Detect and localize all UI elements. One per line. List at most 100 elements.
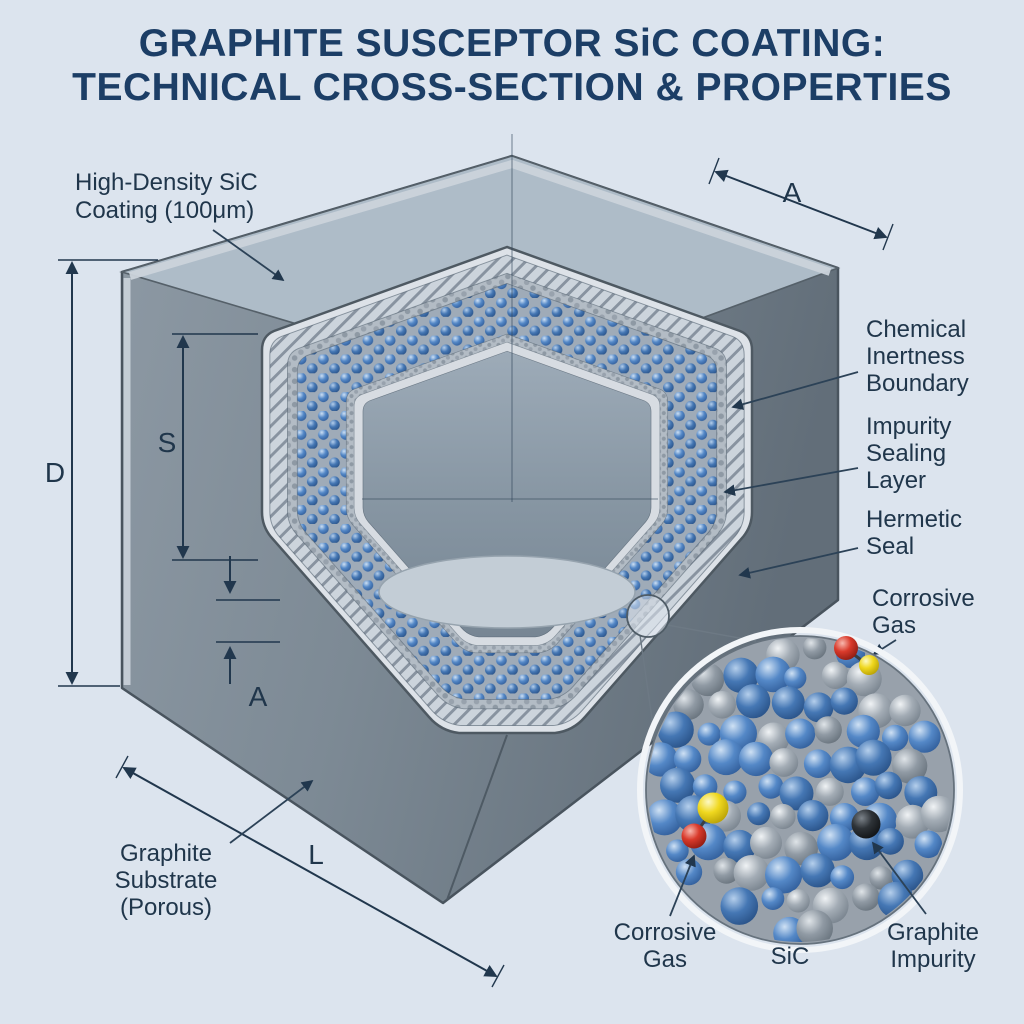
chemical-inertness-line-1: Chemical bbox=[866, 316, 966, 343]
corrosive-gas-right-line-2: Gas bbox=[872, 612, 916, 639]
inset-particle bbox=[747, 802, 771, 826]
impurity-sealing-line-3: Layer bbox=[866, 467, 926, 494]
inset-particle bbox=[830, 687, 858, 715]
inset-particle bbox=[750, 826, 782, 859]
corrosive-gas-red-atom bbox=[681, 823, 707, 849]
inset-graphite-impurity-line-1: Graphite bbox=[887, 919, 979, 946]
chemical-inertness-line-3: Boundary bbox=[866, 370, 969, 397]
cavity-floor bbox=[378, 555, 636, 629]
inset-particle bbox=[723, 780, 747, 804]
inset-particle bbox=[846, 714, 880, 748]
inset-particle bbox=[673, 689, 704, 720]
inset-particle bbox=[675, 858, 703, 886]
inset-particle bbox=[708, 691, 736, 719]
corrosive-gas-yellow-atom bbox=[697, 792, 729, 824]
magnifier-cone-line bbox=[639, 634, 655, 734]
dimension-label-s: S bbox=[158, 427, 177, 458]
coating-leader-arrow bbox=[212, 229, 285, 282]
callout-annotations: High-Density SiC Coating (100μm) Chemica… bbox=[75, 169, 975, 921]
hermetic-seal-leader-arrow bbox=[738, 547, 859, 579]
dimension-label-a-small: A bbox=[249, 681, 268, 712]
inset-particle bbox=[914, 830, 943, 859]
inset-particle bbox=[770, 803, 796, 830]
inset-particle bbox=[697, 722, 721, 746]
dimension-tick bbox=[882, 223, 894, 251]
title-block: GRAPHITE SUSCEPTOR SiC COATING: TECHNICA… bbox=[72, 22, 952, 109]
inset-particle bbox=[708, 739, 745, 776]
corrosive-gas-right-line-1: Corrosive bbox=[872, 585, 975, 612]
inset-particle bbox=[666, 839, 689, 862]
dimension-line-a-top bbox=[714, 169, 888, 240]
inset-particle bbox=[874, 771, 903, 800]
inset-particle bbox=[821, 661, 850, 690]
inset-particle bbox=[723, 829, 756, 863]
inset-particle bbox=[815, 777, 844, 806]
coating-label-line-2: Coating (100μm) bbox=[75, 197, 254, 224]
dimension-tick bbox=[491, 964, 505, 988]
graphite-substrate-line-1: Graphite bbox=[120, 840, 212, 867]
inset-particle bbox=[802, 638, 827, 660]
title-line-1: GRAPHITE SUSCEPTOR SiC COATING: bbox=[139, 22, 885, 65]
hermetic-seal-line-2: Seal bbox=[866, 533, 914, 560]
inset-particle bbox=[882, 724, 909, 752]
inset-particle bbox=[713, 857, 740, 884]
inset-particle bbox=[657, 711, 694, 748]
magnifier-callout bbox=[626, 594, 757, 734]
inset-sic-label: SiC bbox=[771, 943, 810, 970]
inset-particle bbox=[765, 856, 803, 894]
graphite-impurity-sphere bbox=[851, 809, 881, 839]
dimension-tick bbox=[708, 157, 720, 185]
dimension-line-l bbox=[122, 767, 498, 977]
inset-particle bbox=[796, 909, 834, 942]
hermetic-seal-line-1: Hermetic bbox=[866, 506, 962, 533]
inset-particle bbox=[733, 855, 770, 891]
inset-highlight-spheres bbox=[681, 792, 881, 849]
chemical-inertness-line-2: Inertness bbox=[866, 343, 965, 370]
inset-particle bbox=[723, 657, 759, 693]
inset-particle bbox=[786, 889, 810, 913]
inset-particle bbox=[830, 865, 855, 890]
inset-corrosive-gas-line-1: Corrosive bbox=[614, 919, 717, 946]
inset-particle bbox=[761, 887, 785, 910]
inset-particle bbox=[769, 748, 799, 777]
corrosive-gas-yellow-atom bbox=[859, 655, 879, 675]
inset-particle bbox=[784, 666, 807, 690]
inset-particle bbox=[755, 656, 791, 693]
inset-particle bbox=[779, 776, 814, 811]
graphite-substrate-line-2: Substrate bbox=[115, 867, 218, 894]
inset-graphite-impurity-arrow bbox=[871, 841, 927, 915]
corrosive-gas-molecule-top bbox=[834, 636, 879, 675]
inset-particle bbox=[736, 684, 771, 719]
inset-particle bbox=[851, 777, 880, 806]
inset-particle bbox=[800, 853, 835, 888]
impurity-sealing-line-2: Sealing bbox=[866, 440, 946, 467]
impurity-sealing-line-1: Impurity bbox=[866, 413, 951, 440]
inset-particle bbox=[908, 720, 941, 753]
inset-particle bbox=[803, 749, 833, 778]
inset-particle bbox=[771, 686, 805, 720]
inset-particle bbox=[814, 716, 842, 744]
inset-particle bbox=[648, 799, 683, 836]
inset-particle bbox=[920, 795, 952, 833]
inset-particle bbox=[852, 883, 880, 911]
dimension-label-l: L bbox=[308, 839, 324, 870]
dimension-label-d: D bbox=[45, 457, 65, 488]
coating-label-line-1: High-Density SiC bbox=[75, 169, 258, 196]
inset-particle bbox=[877, 827, 904, 855]
inset-particle bbox=[673, 745, 702, 773]
title-line-2: TECHNICAL CROSS-SECTION & PROPERTIES bbox=[72, 66, 952, 109]
dimension-tick bbox=[115, 755, 129, 779]
inset-particle bbox=[803, 692, 834, 723]
inset-corrosive-gas-arrow bbox=[669, 854, 696, 917]
graphite-substrate-line-3: (Porous) bbox=[120, 894, 212, 921]
inset-particle bbox=[889, 694, 921, 727]
inset-particle bbox=[892, 748, 928, 784]
chemical-inertness-leader-arrow bbox=[731, 371, 859, 410]
inset-particle bbox=[869, 866, 893, 890]
magnifier-source-circle bbox=[626, 594, 670, 638]
inset-particle bbox=[758, 773, 784, 799]
inset-particle bbox=[797, 800, 829, 832]
graphite-substrate-leader-arrow bbox=[229, 779, 314, 844]
